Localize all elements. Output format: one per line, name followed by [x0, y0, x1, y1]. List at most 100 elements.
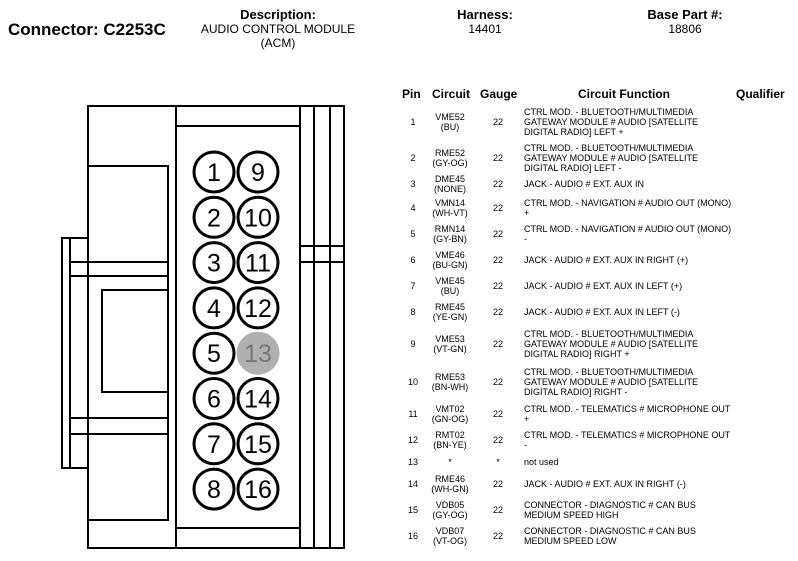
- pin-circle: [192, 286, 236, 330]
- gauge-value: 22: [492, 409, 503, 419]
- pin-number: 9: [410, 339, 416, 349]
- gauge-cell: 22: [472, 173, 524, 195]
- pin-number: 3: [410, 179, 416, 189]
- gauge-cell: 22: [472, 471, 524, 497]
- pin-number: 14: [407, 479, 418, 489]
- harness-value: 14401: [468, 22, 502, 36]
- gauge-cell: 22: [472, 523, 524, 549]
- wire-color: (VT-GN): [433, 344, 467, 354]
- circuit-function: CTRL MOD. - BLUETOOTH/MULTIMEDIA GATEWAY…: [524, 143, 699, 173]
- pin-number-cell: 10: [398, 363, 428, 401]
- gauge-value: 22: [492, 307, 503, 317]
- circuit-id: RME53: [434, 372, 465, 382]
- circuit-id: DME45: [434, 174, 465, 184]
- gauge-value: 22: [492, 153, 503, 163]
- pin-label: 7: [207, 431, 221, 459]
- pin-label: 13: [244, 340, 272, 368]
- function-cell: CTRL MOD. - TELEMATICS # MICROPHONE OUT …: [524, 401, 734, 427]
- circuit-id: VME53: [435, 334, 465, 344]
- gauge-value: 22: [492, 117, 503, 127]
- function-cell: CTRL MOD. - NAVIGATION # AUDIO OUT (MONO…: [524, 195, 734, 221]
- circuit-id: RME46: [434, 474, 465, 484]
- function-cell: JACK - AUDIO # EXT. AUX IN: [524, 173, 734, 195]
- circuit-id: VMT02: [435, 404, 465, 414]
- pin-number-cell: 11: [398, 401, 428, 427]
- pin-number-cell: 4: [398, 195, 428, 221]
- function-cell: JACK - AUDIO # EXT. AUX IN LEFT (+): [524, 273, 734, 299]
- circuit-function: JACK - AUDIO # EXT. AUX IN RIGHT (+): [524, 255, 689, 265]
- circuit-function: CONNECTOR - DIAGNOSTIC # CAN BUS MEDIUM …: [524, 500, 696, 520]
- pin-number: 8: [410, 307, 416, 317]
- circuit-id: VMN14: [434, 198, 465, 208]
- wire-color: (WH-VT): [432, 208, 468, 218]
- function-cell: CTRL MOD. - BLUETOOTH/MULTIMEDIA GATEWAY…: [524, 325, 734, 363]
- latch-outline: [61, 237, 88, 469]
- circuit-function: CTRL MOD. - NAVIGATION # AUDIO OUT (MONO…: [524, 224, 732, 244]
- circuit-id: RME45: [434, 302, 465, 312]
- pin-number: 15: [407, 505, 418, 515]
- gauge-value: 22: [492, 505, 503, 515]
- gauge-cell: 22: [472, 325, 524, 363]
- circuit-function: JACK - AUDIO # EXT. AUX IN RIGHT (-): [524, 479, 686, 489]
- pin-number: 16: [407, 531, 418, 541]
- pin-label: 2: [207, 204, 221, 232]
- pin-label: 5: [207, 340, 221, 368]
- circuit-id: VDB07: [435, 526, 465, 536]
- connector-housing: [61, 105, 345, 549]
- gauge-value: 22: [492, 179, 503, 189]
- gauge-cell: 22: [472, 195, 524, 221]
- gauge-value: *: [496, 457, 500, 467]
- wire-color: (BN-WH): [431, 382, 469, 392]
- pin-number-cell: 2: [398, 143, 428, 173]
- circuit-cell: *: [428, 453, 472, 471]
- pin-number: 10: [407, 377, 418, 387]
- wire-color: (WH-GN): [431, 484, 469, 494]
- circuit-cell: DME45(NONE): [428, 173, 472, 195]
- pin-label: 15: [244, 431, 272, 459]
- function-cell: CONNECTOR - DIAGNOSTIC # CAN BUS MEDIUM …: [524, 523, 734, 549]
- gauge-value: 22: [492, 203, 503, 213]
- pin-number-cell: 16: [398, 523, 428, 549]
- gauge-cell: *: [472, 453, 524, 471]
- pin-cavity-14: 14: [236, 377, 280, 420]
- gauge-cell: 22: [472, 221, 524, 247]
- base-part-label: Base Part #:: [647, 7, 723, 22]
- description-block: Description: AUDIO CONTROL MODULE (ACM): [190, 8, 366, 51]
- circuit-function: CTRL MOD. - BLUETOOTH/MULTIMEDIA GATEWAY…: [524, 367, 699, 397]
- gauge-cell: 22: [472, 299, 524, 325]
- wire-color: (NONE): [434, 184, 466, 194]
- pin-number: 4: [410, 203, 416, 213]
- circuit-cell: VDB07(VT-OG): [428, 523, 472, 549]
- circuit-id: VDB05: [435, 500, 465, 510]
- pin-cavity-11: 11: [236, 241, 280, 285]
- circuit-function: not used: [524, 457, 559, 467]
- pin-cavity-8: 8: [192, 467, 236, 511]
- gauge-cell: 22: [472, 497, 524, 523]
- circuit-cell: VME52(BU): [428, 101, 472, 143]
- circuit-cell: RME46(WH-GN): [428, 471, 472, 497]
- pin-label: 6: [207, 386, 221, 414]
- gauge-cell: 22: [472, 247, 524, 273]
- pin-cavity-9: 9: [236, 150, 280, 194]
- circuit-cell: VME46(BU-GN): [428, 247, 472, 273]
- function-cell: CONNECTOR - DIAGNOSTIC # CAN BUS MEDIUM …: [524, 497, 734, 523]
- gauge-cell: 22: [472, 273, 524, 299]
- circuit-cell: VME53(VT-GN): [428, 325, 472, 363]
- pin-cavity-5: 5: [192, 331, 236, 375]
- circuit-function: JACK - AUDIO # EXT. AUX IN: [524, 179, 645, 189]
- pin-circle: [236, 422, 280, 466]
- table-row: 9 VME53(VT-GN) 22 CTRL MOD. - BLUETOOTH/MUL…: [398, 325, 734, 363]
- circuit-cell: VMN14(WH-VT): [428, 195, 472, 221]
- pin-cavity-16: 16: [236, 467, 280, 511]
- pin-number-cell: 14: [398, 471, 428, 497]
- gauge-value: 22: [492, 339, 503, 349]
- pin-cavity-3: 3: [192, 241, 236, 285]
- wire-color: (GY-OG): [432, 158, 468, 168]
- function-cell: CTRL MOD. - BLUETOOTH/MULTIMEDIA GATEWAY…: [524, 101, 734, 143]
- pin-label: 10: [244, 204, 272, 232]
